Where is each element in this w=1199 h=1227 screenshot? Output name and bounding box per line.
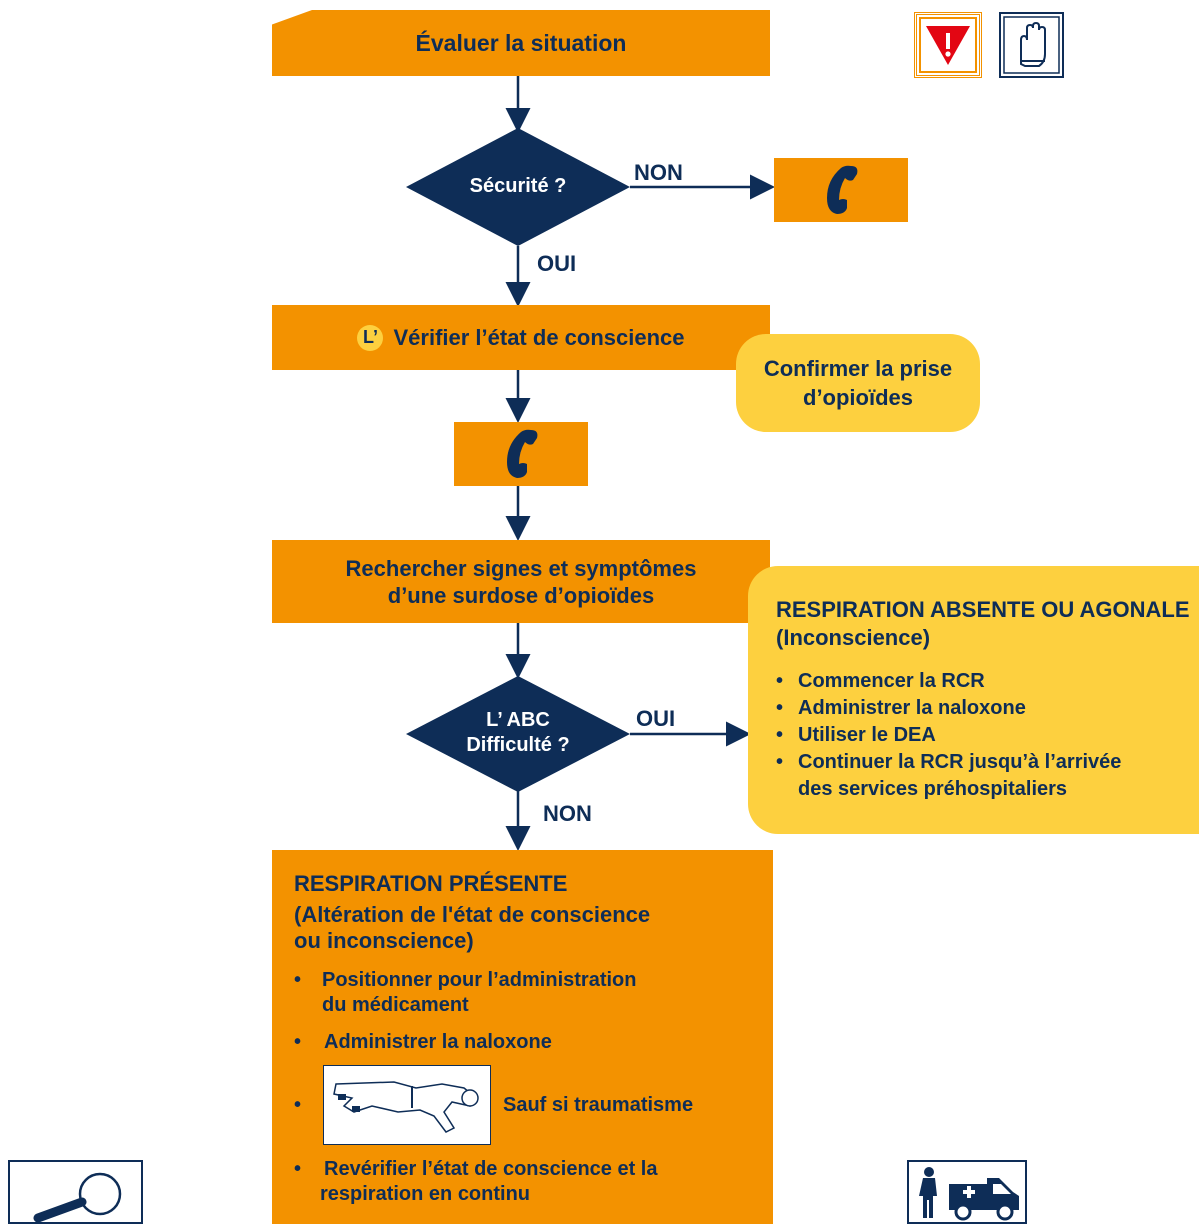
- check-consciousness-label: Vérifier l’état de conscience: [393, 324, 685, 350]
- safety-question-label: Sécurité ?: [469, 175, 567, 197]
- present-item-position-line1: Positionner pour l’administration: [322, 969, 637, 991]
- evaluate-step: Évaluer la situation: [272, 10, 770, 76]
- search-line1: Rechercher signes et symptômes: [345, 555, 697, 581]
- present-item-position-line2: du médicament: [322, 994, 469, 1016]
- absent-item-continue-cpr-2: des services préhospitaliers: [776, 776, 1199, 803]
- abc-question: L’ ABC Difficulté ?: [446, 708, 590, 758]
- present-item-recovery: • Sauf si traumatisme: [294, 1065, 773, 1147]
- confirm-opioids-line2: d’opioïdes: [803, 385, 913, 410]
- present-item-naloxone-text: Administrer la naloxone: [324, 1031, 552, 1053]
- present-title: RESPIRATION PRÉSENTE: [294, 871, 568, 896]
- confirm-opioids-box: Confirmer la prise d’opioïdes: [736, 334, 980, 432]
- present-item-recheck: • Revérifier l’état de conscience et la …: [294, 1157, 773, 1207]
- magnifier-icon: [8, 1160, 143, 1224]
- call-emergency-box: [454, 422, 588, 486]
- absent-item-naloxone: Administrer la naloxone: [776, 695, 1199, 722]
- safety-yes-label: OUI: [537, 251, 577, 276]
- present-item-naloxone: • Administrer la naloxone: [294, 1031, 552, 1053]
- absent-title-line2: (Inconscience): [776, 625, 931, 650]
- breathing-present-box: RESPIRATION PRÉSENTE (Altération de l'ét…: [272, 850, 773, 1224]
- present-item-recheck-line2: respiration en continu: [320, 1183, 531, 1205]
- absent-title-line1: RESPIRATION ABSENTE OU AGONALE: [776, 597, 1190, 622]
- present-item-recheck-line1: Revérifier l’état de conscience et la: [324, 1158, 658, 1180]
- safety-decision-diamond: [406, 128, 630, 246]
- abc-line1: L’ ABC: [486, 709, 550, 731]
- phone-icon: [507, 429, 538, 478]
- check-badge: L’: [357, 324, 384, 351]
- abc-decision-diamond: [406, 676, 630, 792]
- absent-item-aed: Utiliser le DEA: [776, 722, 1199, 749]
- evaluate-label: Évaluer la situation: [415, 29, 627, 56]
- abc-yes-label: OUI: [636, 706, 676, 731]
- safety-no-label: NON: [634, 160, 683, 185]
- present-item-position: • Positionner pour l’administration du m…: [294, 968, 773, 1018]
- check-consciousness-step: L’ Vérifier l’état de conscience: [272, 305, 770, 370]
- absent-item-continue-cpr: Continuer la RCR jusqu’à l’arrivée: [776, 749, 1199, 776]
- search-line2: d’une surdose d’opioïdes: [387, 582, 655, 608]
- absent-item-continue-cpr-2-text: des services préhospitaliers: [798, 778, 1068, 800]
- confirm-opioids-line1: Confirmer la prise: [763, 356, 953, 381]
- phone-icon: [827, 165, 858, 214]
- recovery-position-image: [323, 1065, 491, 1145]
- glove-hand-icon: [999, 12, 1064, 78]
- present-subtitle-line2: ou inconscience): [294, 928, 474, 953]
- danger-warning-icon: [914, 12, 982, 78]
- breathing-absent-box: RESPIRATION ABSENTE OU AGONALE (Inconsci…: [748, 566, 1199, 834]
- abc-line2: Difficulté ?: [466, 734, 570, 756]
- call-emergency-box-top: [774, 158, 908, 222]
- abc-no-label: NON: [543, 801, 592, 826]
- present-subtitle-line1: (Altération de l'état de conscience: [294, 902, 651, 927]
- person-ambulance-icon: [907, 1160, 1027, 1224]
- absent-item-cpr: Commencer la RCR: [776, 668, 1199, 695]
- present-item-recovery-text: Sauf si traumatisme: [503, 1094, 694, 1116]
- search-signs-step: Rechercher signes et symptômes d’une sur…: [272, 540, 770, 623]
